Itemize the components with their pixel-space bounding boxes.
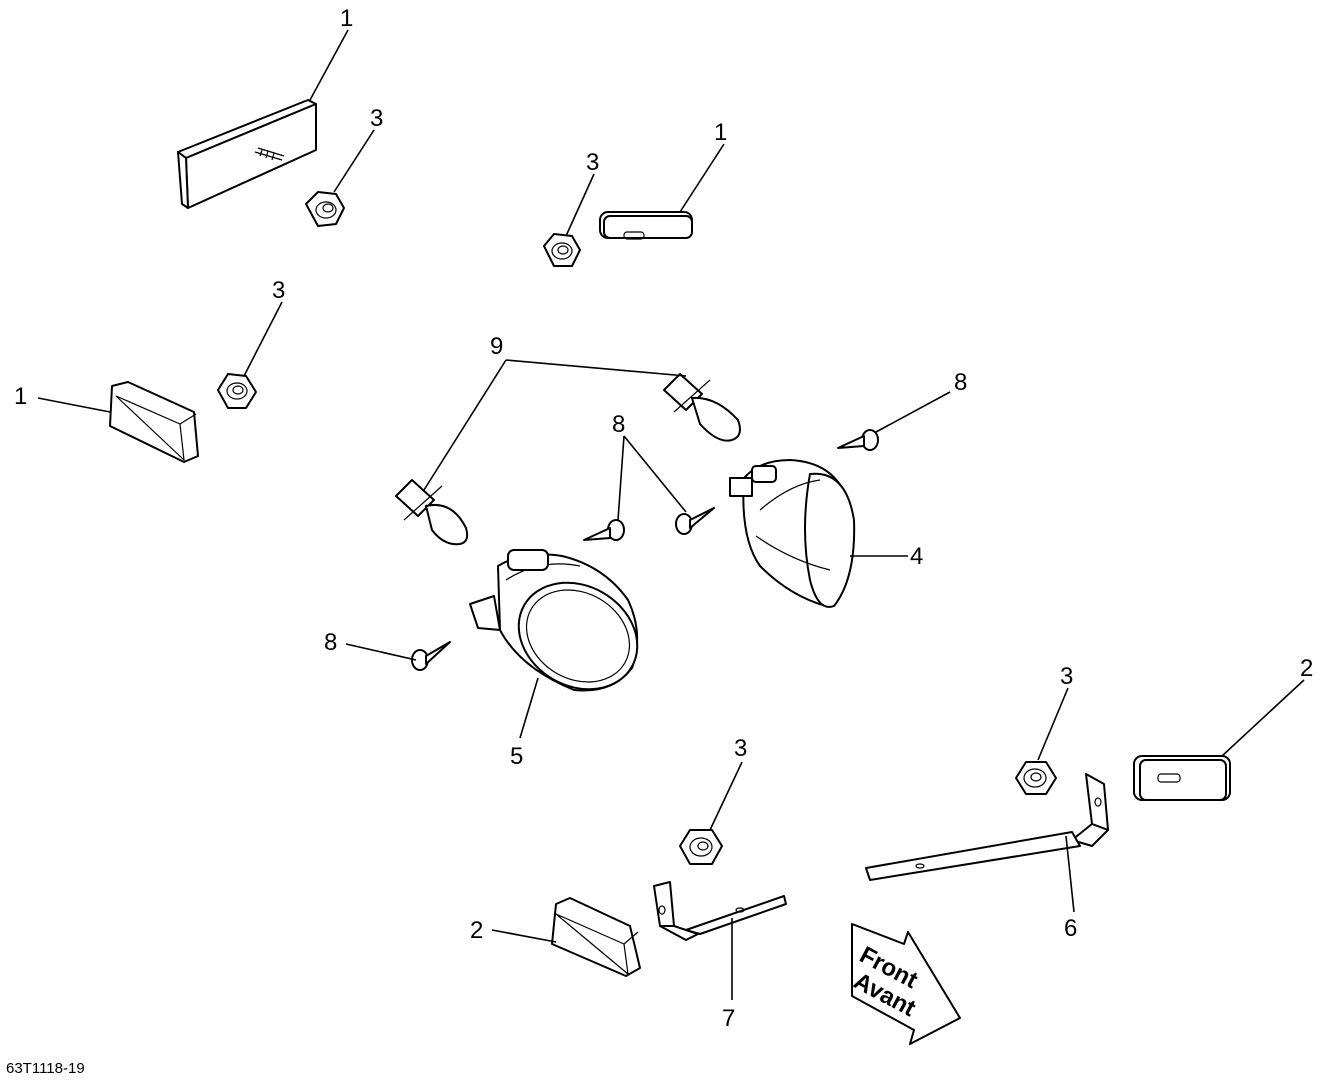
callout-8: 8 [324,629,337,656]
lamp-part-5 [469,549,639,692]
callout-2: 2 [1300,655,1313,682]
callout-3: 3 [586,149,599,176]
screw-part-8-a [583,519,625,541]
callout-1: 1 [340,5,353,32]
nut-part-3 [305,191,345,227]
callout-5: 5 [510,743,523,770]
bulb-part-9-upper [663,373,741,442]
nut-part-3 [217,373,257,409]
callout-3: 3 [370,105,383,132]
screw-part-8-c [837,429,879,451]
callout-6: 6 [1064,915,1077,942]
reference-code: 63T1118-19 [6,1060,85,1077]
callout-1: 1 [14,383,27,410]
reflector-part-2-right [1133,755,1231,801]
bracket-part-7 [653,881,787,941]
screw-part-8-b [675,507,715,535]
reflector-part-1-top [177,99,317,209]
reflector-part-1-center [599,211,693,240]
callout-4: 4 [910,543,923,570]
callout-8: 8 [612,411,625,438]
reflector-part-2-bottom [551,897,641,977]
callout-3: 3 [734,735,747,762]
callout-8: 8 [954,369,967,396]
lamp-part-4 [729,459,856,608]
nut-part-3 [1015,761,1057,795]
screw-part-8-d [411,641,451,671]
callout-1: 1 [714,119,727,146]
callout-3: 3 [1060,663,1073,690]
reflector-part-1-left [109,381,199,463]
callout-9: 9 [490,333,503,360]
nut-part-3 [543,233,581,267]
nut-part-3 [679,829,723,865]
callout-7: 7 [722,1005,735,1032]
callout-3: 3 [272,277,285,304]
bracket-part-6 [865,773,1109,881]
bulb-part-9-lower [395,479,469,546]
callout-2: 2 [470,917,483,944]
front-direction-arrow: Front Avant [849,923,961,1045]
